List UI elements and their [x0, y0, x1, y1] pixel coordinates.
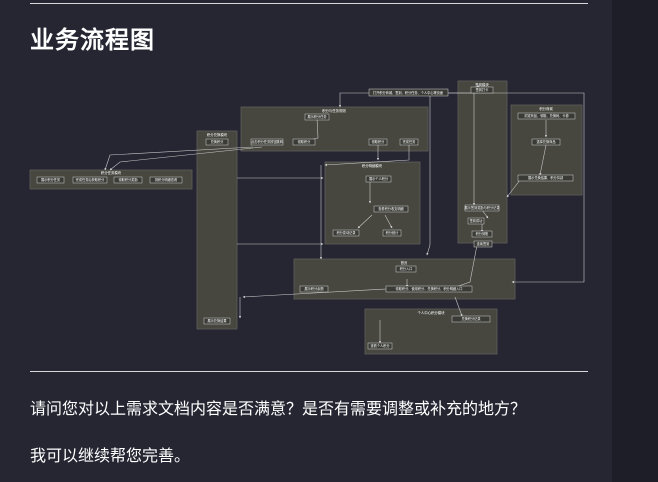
question-text: 请问您对以上需求文档内容是否满意？是否有需要调整或补充的地方？ — [30, 399, 527, 418]
flow-node-personal-1-label: 查看个人积分 — [370, 343, 390, 348]
flow-node-top-a[interactable]: 展示积分任务 — [304, 113, 330, 121]
edge — [454, 296, 463, 317]
flow-node-top-e[interactable]: 完成任务 — [399, 138, 419, 146]
flow-node-personal-2-label: 兑换积分记录 — [461, 316, 481, 321]
edge — [242, 288, 387, 299]
lane-bottom-title: 个人中心积分模块 — [417, 310, 445, 315]
edge — [324, 145, 410, 167]
edge — [384, 214, 393, 229]
edge — [481, 209, 489, 219]
flow-node-left-2[interactable]: 完成任务后获取积分 — [72, 176, 108, 184]
flow-node-home-3-label: 领取积分、使用积分、兑换积分、积分明细入口 — [396, 286, 463, 291]
flow-node-left-4-label: 到积分明细查看 — [155, 177, 177, 182]
flow-node-mall-2-label: 选择兑换商品 — [536, 139, 555, 144]
flow-node-personal-2[interactable]: 兑换积分记录 — [451, 315, 491, 323]
lane-bottom-wide-title: 首页 — [401, 260, 408, 265]
flow-node-tall-2-label: 展示兑换结果 — [207, 318, 227, 323]
flow-node-mall-3[interactable]: 展示兑换结果、积分扣减 — [517, 174, 574, 182]
flow-node-home-2-label: 展示积分余额 — [304, 286, 324, 291]
flow-node-home-1-label: 积分入口 — [400, 266, 413, 271]
flow-node-center-1-label: 展示个人积分 — [369, 176, 389, 181]
edge — [338, 92, 369, 108]
flow-node-center-1[interactable]: 展示个人积分 — [365, 175, 392, 183]
edge — [506, 179, 521, 198]
edge — [357, 214, 373, 229]
top-divider — [30, 3, 588, 4]
flow-node-home-2[interactable]: 展示积分余额 — [299, 285, 329, 293]
flow-node-mall-3-label: 展示兑换结果、积分扣减 — [528, 175, 564, 180]
flow-node-home-3[interactable]: 领取积分、使用积分、兑换积分、积分明细入口 — [385, 285, 473, 293]
lane-top-activity-title: 积分与任务规则 — [322, 108, 346, 113]
flow-node-sign-5[interactable]: 连续签到 — [473, 240, 493, 248]
edge — [426, 96, 431, 256]
flow-node-center-4[interactable]: 积分统计 — [382, 229, 402, 237]
lane-tall-title: 积分兑换模块 — [207, 132, 228, 137]
flow-node-start-label: 打开积分商城、签到、积分任务、个人中心等页面 — [373, 90, 443, 95]
flow-node-sign-1[interactable]: 签到打卡 — [470, 86, 494, 94]
flow-node-left-4[interactable]: 到积分明细查看 — [149, 176, 183, 184]
flow-node-mall-1-label: 浏览商品、领取、兑换码、卡券 — [524, 113, 569, 118]
flow-node-sign-3[interactable]: 签到成功 — [467, 217, 485, 225]
flow-node-center-3[interactable]: 积分变动记录 — [332, 229, 360, 237]
lane-left-mid-title: 积分任务模块 — [101, 170, 122, 175]
lane-right-title: 积分商城 — [539, 106, 553, 111]
edge — [539, 144, 547, 176]
flow-node-sign-2-label: 展示签到奖励与积分记录 — [464, 205, 500, 210]
flow-node-sign-5-label: 连续签到 — [477, 241, 490, 246]
lane-bottom-wide — [293, 258, 516, 300]
flow-node-sign-4[interactable]: 积分到账 — [471, 230, 493, 238]
flow-node-sign-2[interactable]: 展示签到奖励与积分记录 — [464, 204, 500, 212]
flow-node-left-3[interactable]: 领取积分奖励 — [113, 176, 143, 184]
lane-center-title: 积分明细模块 — [362, 163, 383, 168]
flow-node-top-d-label: 领取积分 — [372, 139, 386, 144]
flow-node-top-a-label: 展示积分任务 — [307, 114, 327, 119]
right-sidebar-strip — [612, 0, 658, 482]
flow-node-sign-4-label: 积分到账 — [476, 231, 490, 236]
flow-node-top-c-label: 领取积分 — [298, 139, 312, 144]
chat-message-panel: 业务流程图 积分与任务规则 积分任务模块 积分兑换模块 积分明细模块 签到模块 … — [29, 3, 588, 465]
flow-node-center-3-label: 积分变动记录 — [336, 230, 356, 235]
lane-tall — [196, 130, 238, 330]
flow-node-left-3-label: 领取积分奖励 — [118, 177, 137, 182]
flow-node-tall-1-label: 兑换积分 — [211, 139, 225, 144]
flow-node-mall-2[interactable]: 选择兑换商品 — [531, 138, 561, 146]
flow-node-center-2[interactable]: 查看积分收支明细 — [373, 205, 409, 213]
flow-node-left-1-label: 展示积分任务 — [41, 177, 61, 182]
flow-node-tall-2[interactable]: 展示兑换结果 — [203, 317, 231, 325]
flow-node-mall-1[interactable]: 浏览商品、领取、兑换码、卡券 — [517, 112, 576, 120]
lane-right-tall — [457, 80, 508, 244]
flow-node-top-d[interactable]: 领取积分 — [368, 138, 388, 146]
lane-right-tall-title: 签到模块 — [475, 82, 489, 87]
middle-divider — [30, 371, 588, 372]
flow-node-top-b[interactable]: 点击积分任务按钮跳转 — [250, 138, 284, 146]
flow-node-personal-1[interactable]: 查看个人积分 — [367, 342, 393, 350]
flow-node-tall-1[interactable]: 兑换积分 — [205, 138, 229, 146]
flow-node-home-1[interactable]: 积分入口 — [395, 265, 417, 273]
flow-node-top-e-label: 完成任务 — [403, 139, 417, 144]
flow-node-top-c[interactable]: 领取积分 — [292, 138, 316, 146]
flow-node-sign-3-label: 签到成功 — [470, 218, 483, 223]
flow-node-left-2-label: 完成任务后获取积分 — [76, 177, 105, 182]
edge — [104, 146, 254, 171]
flow-node-sign-1-label: 签到打卡 — [476, 87, 490, 92]
edge — [109, 146, 263, 171]
flow-node-start[interactable]: 打开积分商城、签到、积分任务、个人中心等页面 — [368, 88, 449, 97]
flow-node-center-2-label: 查看积分收支明细 — [378, 206, 404, 211]
section-title: 业务流程图 — [30, 26, 155, 54]
flow-node-left-1[interactable]: 展示积分任务 — [36, 176, 65, 184]
flow-node-top-b-label: 点击积分任务按钮跳转 — [251, 139, 284, 144]
flow-node-center-4-label: 积分统计 — [386, 230, 400, 235]
followup-text: 我可以继续帮您完善。 — [30, 446, 191, 465]
business-flow-diagram: 积分与任务规则 积分任务模块 积分兑换模块 积分明细模块 签到模块 积分商城 首… — [29, 80, 585, 355]
edge — [448, 92, 585, 284]
